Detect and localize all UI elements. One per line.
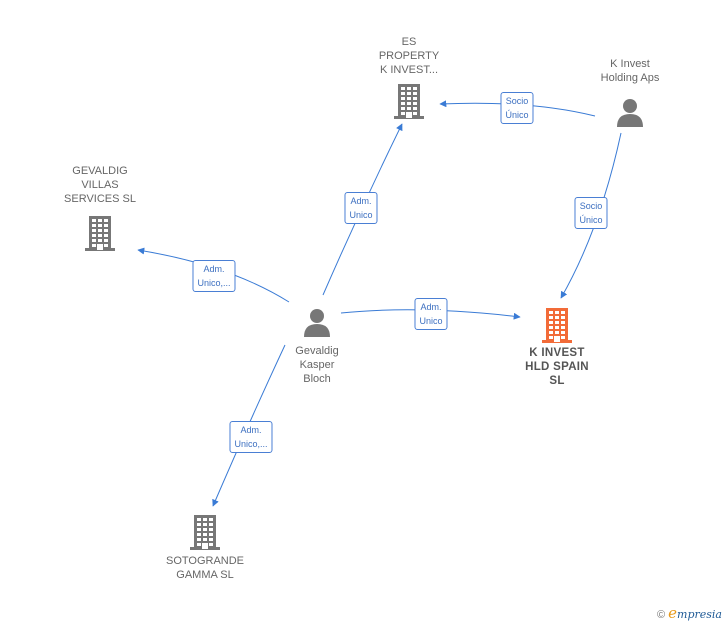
building-icon[interactable] xyxy=(85,215,115,256)
building-icon[interactable] xyxy=(542,307,572,348)
node-label-k_invest_holding[interactable]: K Invest Holding Aps xyxy=(600,58,660,84)
node-label-sotogrande[interactable]: SOTOGRANDE GAMMA SL xyxy=(165,555,245,581)
edge-label-k_invest_holding-to-k_invest_hld_spain[interactable]: Socio Único xyxy=(574,197,608,229)
node-label-k_invest_hld_spain[interactable]: K INVEST HLD SPAIN SL xyxy=(525,347,589,387)
brand-logo-text: mpresia xyxy=(677,608,722,621)
person-icon[interactable] xyxy=(615,97,645,132)
building-icon[interactable] xyxy=(394,83,424,124)
edge-label-gevaldig_kasper-to-gevaldig_villas[interactable]: Adm. Unico,... xyxy=(192,260,236,292)
edge-label-gevaldig_kasper-to-sotogrande[interactable]: Adm. Unico,... xyxy=(229,421,273,453)
person-icon[interactable] xyxy=(302,307,332,342)
copyright-symbol: © xyxy=(656,609,666,621)
node-label-es_property[interactable]: ES PROPERTY K INVEST... xyxy=(378,36,440,76)
empresia-brand: © empresia xyxy=(657,604,722,622)
edge-label-k_invest_holding-to-es_property[interactable]: Socio Único xyxy=(500,92,534,124)
brand-logo-e: e xyxy=(668,604,678,622)
building-icon[interactable] xyxy=(190,514,220,555)
edge-label-gevaldig_kasper-to-es_property[interactable]: Adm. Unico xyxy=(344,192,378,224)
node-label-gevaldig_kasper[interactable]: Gevaldig Kasper Bloch xyxy=(295,345,339,385)
edge-label-gevaldig_kasper-to-k_invest_hld_spain[interactable]: Adm. Unico xyxy=(414,298,448,330)
node-label-gevaldig_villas[interactable]: GEVALDIG VILLAS SERVICES SL xyxy=(64,165,136,205)
